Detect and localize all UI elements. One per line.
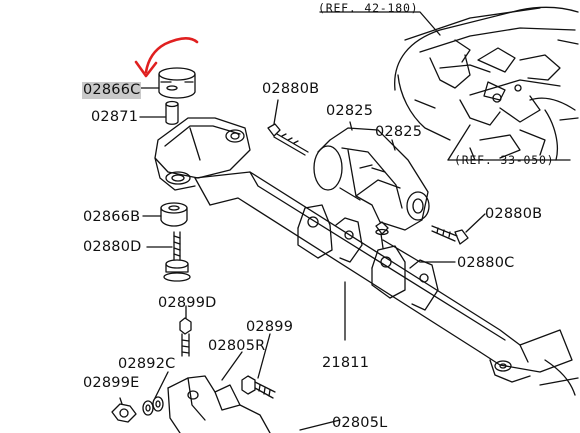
part-label-02880D: 02880D [83,239,142,255]
leader-02805L [299,419,341,431]
mount-insulator-02825 [313,127,430,231]
leader-02825-b [391,139,396,151]
part-label-02825-a: 02825 [326,103,374,119]
leader-02825-a [349,121,353,131]
leader-02899 [257,333,271,379]
bushing-02866C [158,67,196,99]
part-label-02880C: 02880C [457,255,515,271]
bracket-02805R [167,375,271,433]
spacer-02871 [165,100,179,125]
red-annotation-arrow [134,37,199,78]
leader-02880C [382,239,456,263]
part-label-02880B-top: 02880B [262,81,320,97]
bolt-02880D [163,231,191,282]
leader-02880B-top [273,99,279,125]
bolt-02880C [375,221,389,249]
part-label-02805R: 02805R [208,338,266,354]
crossmember-21811 [194,171,579,396]
leader-02899E [119,397,123,405]
washers-02892C [142,396,164,416]
part-label-02899E: 02899E [83,375,140,391]
part-label-21811: 21811 [322,355,370,371]
ref-label-33-050: (REF. 33-050) [454,153,555,167]
part-label-02892C: 02892C [118,356,176,372]
mount-bracket-right [371,245,439,311]
bushing-02866B [160,202,188,227]
mount-bracket-left [297,204,363,263]
part-label-02880B-right: 02880B [485,206,543,222]
bolt-02880B-right [431,225,469,245]
leader-02805R [221,351,243,381]
part-label-02899D: 02899D [158,295,217,311]
bolt-02880B-top [267,123,309,156]
crossmember-bracket [154,117,251,191]
leader-02880B-right [465,213,486,233]
vehicle-inset [319,6,579,161]
part-label-02899: 02899 [246,319,294,335]
ref-label-42-180: (REF. 42-180) [318,1,419,15]
part-label-02871: 02871 [91,109,139,125]
leader-02892C [154,371,169,399]
bolt-02899 [241,375,276,399]
part-label-02805L: 02805L [332,415,388,431]
part-label-02866C: 02866C [82,82,142,99]
part-label-02866B: 02866B [83,209,141,225]
part-label-02825-b: 02825 [375,124,423,140]
bolt-02899D [179,317,192,357]
nut-02899E [111,403,137,423]
